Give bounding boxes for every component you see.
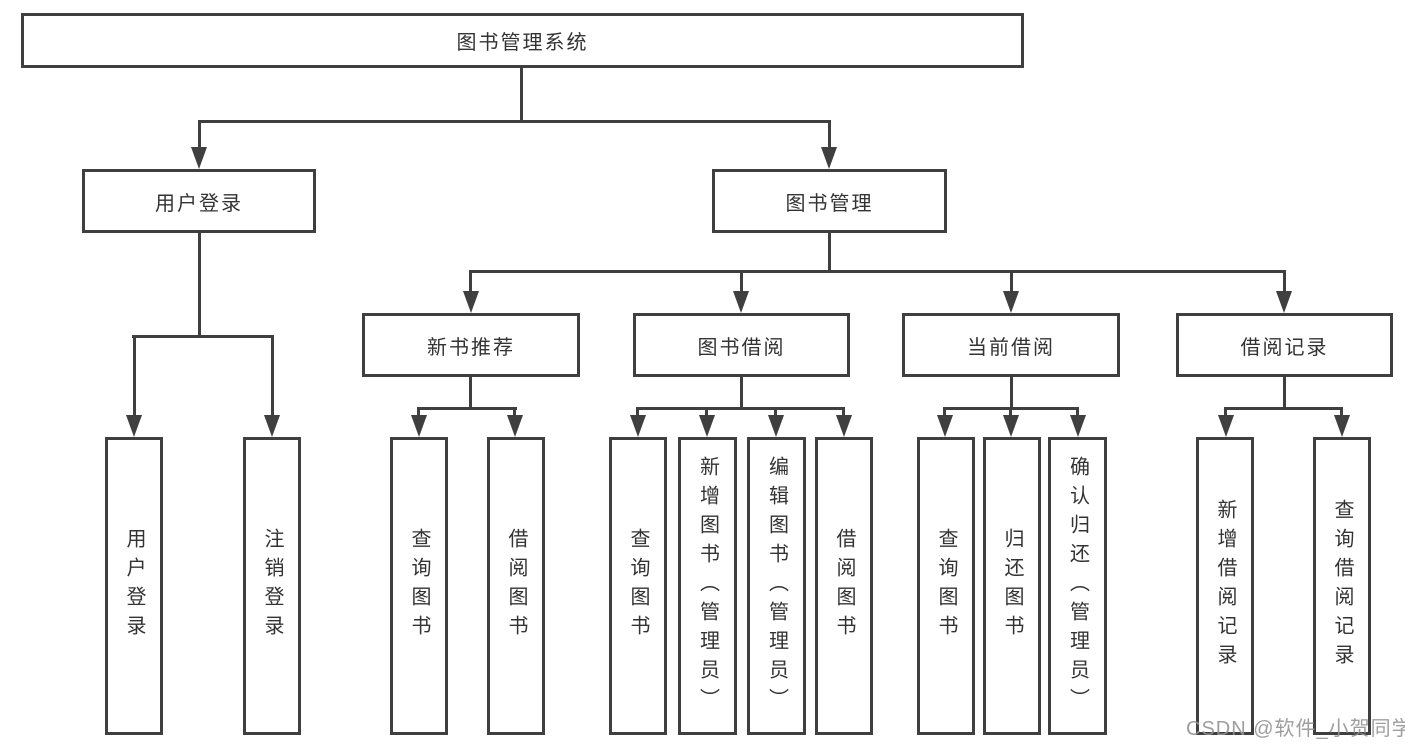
leaf-label: 借阅图书 bbox=[833, 528, 855, 644]
leaf-label: 注销登录 bbox=[261, 528, 283, 644]
connector-line bbox=[740, 270, 743, 293]
connector-line bbox=[1340, 407, 1343, 417]
leaf-label: 查询图书 bbox=[935, 528, 957, 644]
connector-line bbox=[705, 407, 708, 417]
node-new-book-recommendation: 新书推荐 bbox=[362, 313, 580, 377]
leaf-logout: 注销登录 bbox=[243, 437, 301, 735]
arrow-down-icon bbox=[191, 147, 207, 169]
leaf-label: 查询图书 bbox=[627, 528, 649, 644]
leaf-newbook-borrow-books: 借阅图书 bbox=[487, 437, 545, 735]
connector-line bbox=[1224, 407, 1343, 410]
connector-line bbox=[469, 377, 472, 407]
leaf-label: 用户登录 bbox=[123, 528, 145, 644]
connector-line bbox=[943, 407, 946, 417]
node-label: 图书管理系统 bbox=[456, 32, 589, 54]
connector-line bbox=[198, 120, 201, 150]
node-label: 当前借阅 bbox=[967, 336, 1055, 359]
arrow-down-icon bbox=[1334, 415, 1350, 437]
leaf-newbook-query-books: 查询图书 bbox=[390, 437, 448, 735]
arrow-down-icon bbox=[836, 415, 852, 437]
leaf-label: 归还图书 bbox=[1001, 528, 1023, 644]
arrow-down-icon bbox=[1218, 415, 1234, 437]
arrow-down-icon bbox=[768, 415, 784, 437]
arrow-down-icon bbox=[733, 291, 749, 313]
node-label: 图书借阅 bbox=[697, 336, 786, 359]
arrow-down-icon bbox=[1003, 415, 1019, 437]
node-book-management: 图书管理 bbox=[712, 169, 947, 233]
leaf-label: 新增借阅记录 bbox=[1214, 499, 1236, 673]
connector-line bbox=[132, 335, 274, 338]
leaf-records-query-borrow-record: 查询借阅记录 bbox=[1313, 437, 1371, 735]
leaf-label: 编辑图书（管理员） bbox=[765, 455, 788, 717]
leaf-label: 借阅图书 bbox=[505, 528, 527, 644]
leaf-current-return-books: 归还图书 bbox=[983, 437, 1041, 735]
connector-line bbox=[417, 407, 517, 410]
connector-line bbox=[636, 407, 639, 417]
connector-line bbox=[828, 120, 831, 150]
node-library-management-system: 图书管理系统 bbox=[21, 13, 1024, 68]
arrow-down-icon bbox=[1070, 415, 1086, 437]
connector-line bbox=[636, 407, 845, 410]
connector-line bbox=[1010, 270, 1013, 293]
arrow-down-icon bbox=[126, 415, 142, 437]
leaf-label: 新增图书（管理员） bbox=[696, 455, 719, 717]
connector-line bbox=[1076, 407, 1079, 417]
node-current-borrowing: 当前借阅 bbox=[902, 313, 1120, 377]
arrow-down-icon bbox=[507, 415, 523, 437]
connector-line bbox=[1224, 407, 1227, 417]
connector-line bbox=[271, 335, 274, 417]
connector-line bbox=[417, 407, 420, 417]
connector-line bbox=[198, 233, 201, 335]
leaf-records-add-borrow-record: 新增借阅记录 bbox=[1196, 437, 1254, 735]
arrow-down-icon bbox=[699, 415, 715, 437]
connector-line bbox=[740, 377, 743, 407]
leaf-borrowing-edit-books-admin: 编辑图书（管理员） bbox=[747, 437, 806, 735]
leaf-borrowing-add-books-admin: 新增图书（管理员） bbox=[678, 437, 737, 735]
node-label: 借阅记录 bbox=[1240, 336, 1329, 359]
watermark: CSDN @软件_小贺同学 bbox=[1186, 718, 1405, 740]
node-label: 新书推荐 bbox=[427, 336, 515, 359]
arrow-down-icon bbox=[411, 415, 427, 437]
leaf-borrowing-borrow-books: 借阅图书 bbox=[815, 437, 873, 735]
arrow-down-icon bbox=[264, 415, 280, 437]
connector-line bbox=[1283, 270, 1286, 293]
connector-line bbox=[198, 120, 831, 123]
connector-line bbox=[1283, 377, 1286, 407]
node-book-borrowing: 图书借阅 bbox=[633, 313, 850, 377]
node-user-login: 用户登录 bbox=[82, 169, 316, 233]
leaf-current-confirm-return-admin: 确认归还（管理员） bbox=[1048, 437, 1107, 735]
connector-line bbox=[842, 407, 845, 417]
leaf-label: 确认归还（管理员） bbox=[1066, 455, 1089, 717]
leaf-label: 查询借阅记录 bbox=[1331, 499, 1353, 673]
leaf-current-query-books: 查询图书 bbox=[917, 437, 975, 735]
connector-line bbox=[133, 335, 136, 417]
connector-line bbox=[513, 407, 516, 417]
arrow-down-icon bbox=[1003, 291, 1019, 313]
arrow-down-icon bbox=[630, 415, 646, 437]
connector-line bbox=[1010, 377, 1013, 407]
leaf-label: 查询图书 bbox=[408, 528, 430, 644]
connector-line bbox=[774, 407, 777, 417]
node-label: 用户登录 bbox=[155, 192, 243, 215]
leaf-user-login: 用户登录 bbox=[105, 437, 163, 735]
arrow-down-icon bbox=[821, 147, 837, 169]
arrow-down-icon bbox=[1276, 291, 1292, 313]
connector-line bbox=[1009, 407, 1012, 417]
node-borrowing-records: 借阅记录 bbox=[1176, 313, 1393, 377]
arrow-down-icon bbox=[937, 415, 953, 437]
connector-line bbox=[469, 270, 472, 293]
node-label: 图书管理 bbox=[785, 192, 874, 215]
connector-line bbox=[828, 233, 831, 270]
leaf-borrowing-query-books: 查询图书 bbox=[609, 437, 667, 735]
connector-line bbox=[469, 270, 1286, 273]
arrow-down-icon bbox=[463, 291, 479, 313]
connector-line bbox=[520, 68, 523, 120]
